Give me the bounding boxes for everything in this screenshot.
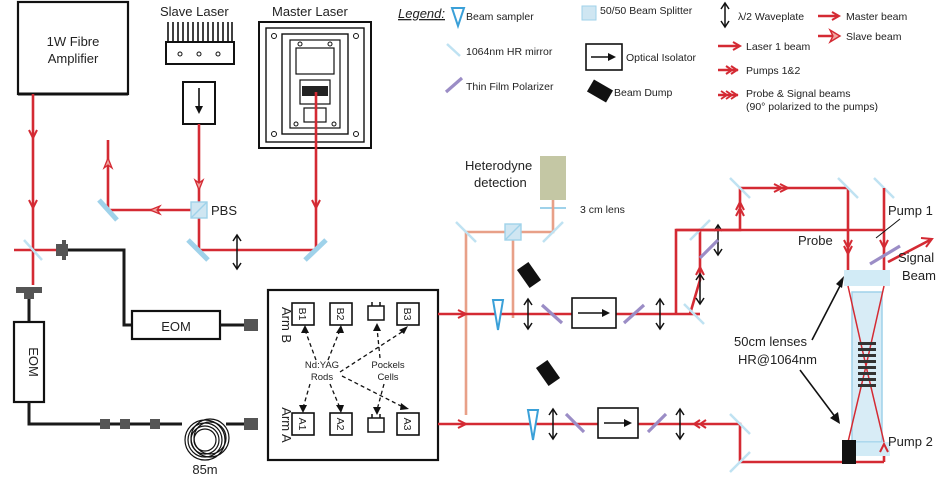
legend: Legend: Beam sampler 1064nm HR mirror Th… (398, 1, 908, 113)
pockels-label: Pockels (371, 360, 405, 371)
rod-b3 (396, 302, 420, 326)
eom-top (130, 309, 222, 341)
svg-text:Amplifier: Amplifier (48, 51, 99, 66)
legend-title: Legend: (398, 6, 445, 21)
svg-text:HR@1064nm: HR@1064nm (738, 352, 817, 367)
pockels-cell-b (367, 302, 385, 321)
svg-text:detection: detection (474, 175, 527, 190)
arm-a-label: Arm A (279, 407, 294, 443)
legend-tfp: Thin Film Polarizer (466, 81, 554, 93)
waveplate-probe-2 (695, 272, 705, 306)
eom-left (12, 320, 46, 404)
slave-laser: Slave Laser (160, 4, 235, 65)
svg-text:A2: A2 (334, 418, 346, 431)
lens-top (844, 270, 890, 286)
legend-slave-beam: Slave beam (846, 31, 902, 43)
mirror-master-bottom (303, 238, 328, 262)
pump1-label: Pump 1 (888, 203, 933, 218)
mirror-pbs-bottom (186, 238, 210, 262)
hr-mirror-icon (446, 43, 461, 57)
fiber-to-eom-top (66, 248, 132, 327)
pbs-label: PBS (211, 203, 237, 218)
svg-text:B3: B3 (401, 308, 413, 321)
svg-text:Slave Laser: Slave Laser (160, 4, 229, 19)
waveplate-master (232, 233, 242, 271)
beam-sampler-a (526, 409, 540, 441)
svg-text:A3: A3 (401, 418, 413, 431)
heterodyne-label: Heterodyne (465, 158, 532, 173)
beam-dump-cell (842, 440, 856, 464)
legend-pumps: Pumps 1&2 (746, 65, 800, 77)
slave-beam-to-amp (106, 140, 199, 212)
rod-a3 (396, 412, 420, 436)
legend-laser1-beam: Laser 1 beam (746, 41, 810, 53)
beam-dump-a (535, 359, 561, 387)
legend-probe-signal-note: (90° polarized to the pumps) (746, 101, 878, 113)
amplifier-box: Arm B Arm A B1 B2 B3 A1 A2 A3 Nd:YAG Rod… (266, 288, 440, 462)
legend-probe-signal: Probe & Signal beams (746, 88, 850, 100)
arm-b-label: Arm B (279, 307, 294, 343)
fibre-amplifier: 1W Fibre Amplifier (16, 0, 130, 96)
beam-sampler-icon (450, 7, 466, 30)
fiber-length-label: 85m (192, 462, 217, 477)
legend-beam-sampler: Beam sampler (466, 11, 534, 23)
grating-region (858, 342, 876, 387)
waveplate-b1 (523, 297, 533, 331)
beam-dump-b (516, 261, 542, 289)
signal-beam (887, 238, 931, 264)
fiber-85m (27, 402, 182, 426)
beam-dump-icon (586, 79, 614, 103)
tfp-icon (444, 76, 464, 94)
signal-label: Signal (898, 250, 934, 265)
lens-3cm-label: 3 cm lens (580, 204, 625, 216)
svg-text:Master Laser: Master Laser (272, 4, 349, 19)
svg-text:B2: B2 (334, 308, 346, 321)
ndyag-label: Nd:YAG (305, 360, 339, 371)
beam-splitter-amp (23, 239, 43, 261)
legend-beam-dump: Beam Dump (614, 87, 673, 99)
rod-b1 (291, 302, 315, 326)
beam-splitter-icon (581, 5, 597, 21)
lenses-label: 50cm lenses (734, 334, 807, 349)
beam-sampler-b (491, 299, 505, 331)
fiber-spool (184, 418, 230, 461)
svg-text:B1: B1 (296, 308, 308, 321)
probe-label: Probe (798, 233, 833, 248)
svg-text:EOM: EOM (161, 319, 191, 334)
legend-master-beam: Master beam (846, 11, 908, 23)
waveplate-b2 (655, 297, 665, 331)
heterodyne-detector (540, 156, 566, 200)
svg-text:Rods: Rods (311, 372, 333, 383)
svg-text:A1: A1 (296, 418, 308, 431)
legend-waveplate: λ/2 Waveplate (738, 11, 804, 23)
pockels-cell-a (367, 414, 385, 433)
mirror-slave (97, 198, 119, 222)
probe-routing (688, 186, 848, 315)
legend-hr-mirror: 1064nm HR mirror (466, 46, 553, 58)
svg-text:Cells: Cells (377, 372, 398, 383)
pump2-label: Pump 2 (888, 434, 933, 449)
arm-a-beam (438, 422, 884, 464)
legend-optical-isolator: Optical Isolator (626, 52, 697, 64)
svg-text:Beam: Beam (902, 268, 936, 283)
legend-beam-splitter: 50/50 Beam Splitter (600, 5, 693, 17)
waveplate-a2 (675, 407, 685, 441)
waveplate-icon (720, 1, 730, 29)
waveplate-a1 (548, 407, 558, 441)
svg-text:1W Fibre: 1W Fibre (47, 34, 100, 49)
svg-text:EOM: EOM (26, 347, 41, 377)
